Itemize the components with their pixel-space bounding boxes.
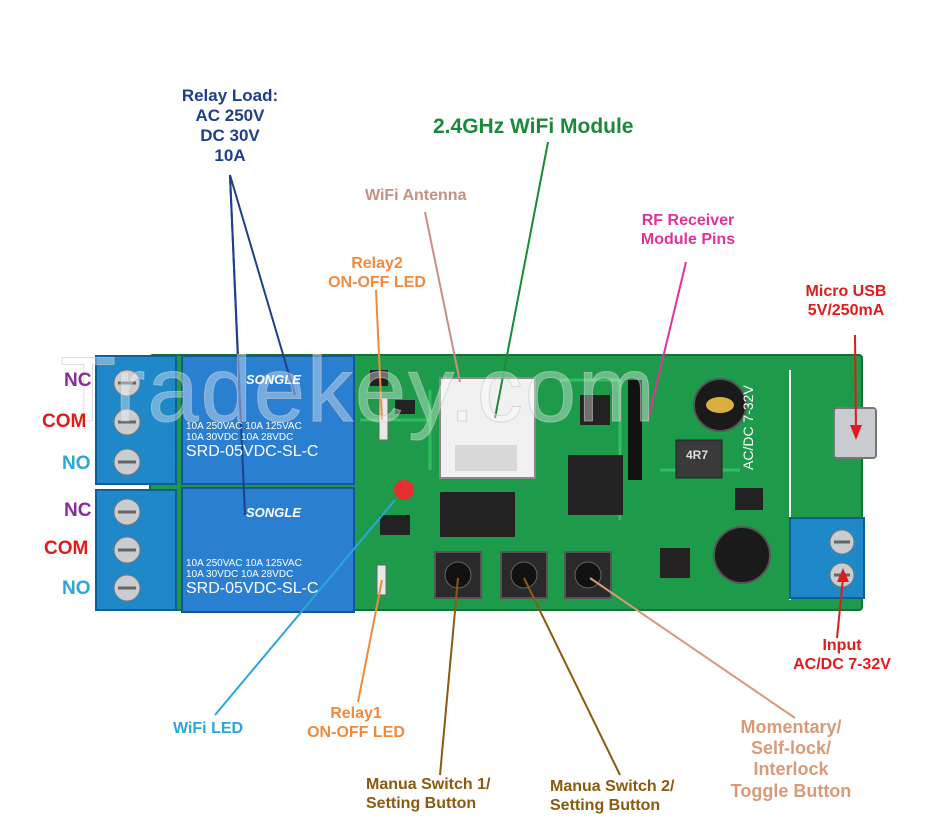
upper-no-label: NO [62, 453, 91, 474]
toggle-line-2: Self-lock/ [750, 738, 832, 759]
lower-com-label: COM [44, 538, 89, 559]
rf-receiver-line-1: RF Receiver [641, 212, 735, 229]
micro-usb-line-1: Micro USB [805, 283, 887, 300]
manual-switch-1-label: Manua Switch 1/ Setting Button [366, 776, 490, 814]
wifi-module-label: 2.4GHz WiFi Module [433, 115, 634, 138]
capacitor-bottom [713, 526, 771, 584]
relay2-led [378, 397, 389, 441]
switch-2-button [500, 551, 548, 599]
input-label: Input AC/DC 7-32V [772, 637, 912, 675]
relay-load-line-2: AC 250V [195, 106, 265, 126]
relay-1-rating-2: 10A 30VDC 10A 28VDC [186, 569, 294, 580]
lower-no-label: NO [62, 578, 91, 599]
wifi-led-label: WiFi LED [173, 720, 244, 737]
relay-2-rating-2: 10A 30VDC 10A 28VDC [186, 432, 294, 443]
toggle-line-4: Toggle Button [730, 780, 852, 801]
terminal-block-lower [95, 489, 177, 611]
toggle-line-1: Momentary/ [740, 717, 842, 737]
switch-1-line-1: Manua Switch 1/ [366, 776, 491, 793]
input-terminal-block [789, 517, 865, 599]
rf-module-pins [628, 380, 642, 480]
switch-2-line-2: Setting Button [550, 796, 661, 814]
board-voltage-text: AC/DC 7-32V [740, 385, 756, 470]
toggle-line-3: Interlock [753, 759, 829, 780]
micro-usb-label: Micro USB 5V/250mA [786, 283, 906, 321]
watermark-text: Tradekey.com [60, 339, 657, 442]
relay1-led-label: Relay1 ON-OFF LED [296, 705, 416, 743]
wifi-module-chip [439, 377, 536, 479]
upper-com-label: COM [42, 411, 87, 432]
relay-2-label: SONGLE 10A 250VAC 10A 125VAC 10A 30VDC 1… [186, 372, 350, 461]
relay-1-rating-1: 10A 250VAC 10A 125VAC [186, 558, 302, 569]
upper-nc-label: NC [64, 370, 92, 391]
lower-nc-label: NC [64, 500, 92, 521]
switch-2-line-1: Manua Switch 2/ [550, 778, 675, 795]
relay-1-label: SONGLE 10A 250VAC 10A 125VAC 10A 30VDC 1… [186, 505, 350, 598]
input-line-2: AC/DC 7-32V [793, 655, 891, 673]
terminal-block-upper [95, 355, 177, 485]
relay-2-brand: SONGLE [246, 372, 301, 387]
inductor [675, 439, 723, 479]
relay2-led-label: Relay2 ON-OFF LED [312, 255, 442, 293]
micro-usb-line-2: 5V/250mA [807, 301, 885, 319]
relay1-led-line-2: ON-OFF LED [307, 723, 405, 741]
switch-1-button [434, 551, 482, 599]
rf-receiver-line-2: Module Pins [640, 230, 736, 248]
toggle-mode-button [564, 551, 612, 599]
inductor-marking: 4R7 [686, 448, 709, 462]
switch-1-line-2: Setting Button [366, 794, 477, 812]
rf-receiver-label: RF Receiver Module Pins [628, 212, 748, 250]
ic-chip-1 [440, 492, 515, 537]
relay-2-model: SRD-05VDC-SL-C [186, 443, 319, 460]
toggle-button-label: Momentary/ Self-lock/ Interlock Toggle B… [716, 717, 866, 802]
relay-1-brand: SONGLE [246, 505, 301, 520]
pointer-lines [214, 141, 857, 776]
relay-load-line-3: DC 30V [200, 126, 260, 146]
relay-1 [181, 487, 355, 613]
relay-load-line-4: 10A [214, 146, 246, 166]
ic-chip-2 [568, 455, 623, 515]
relay-load-line-1: Relay Load: [181, 86, 279, 105]
relay-2-rating-1: 10A 250VAC 10A 125VAC [186, 421, 302, 432]
wifi-antenna-label: WiFi Antenna [365, 187, 467, 204]
wifi-led [394, 480, 414, 500]
relay2-led-line-2: ON-OFF LED [328, 273, 426, 291]
relay2-led-line-1: Relay2 [351, 255, 403, 272]
relay1-led-line-1: Relay1 [330, 705, 382, 722]
relay-1-model: SRD-05VDC-SL-C [186, 580, 319, 597]
relay-2 [181, 355, 355, 485]
arrow-heads [837, 425, 862, 582]
input-line-1: Input [822, 637, 862, 654]
relay-load-label: Relay Load: AC 250V DC 30V 10A [160, 86, 300, 166]
manual-switch-2-label: Manua Switch 2/ Setting Button [550, 778, 674, 816]
